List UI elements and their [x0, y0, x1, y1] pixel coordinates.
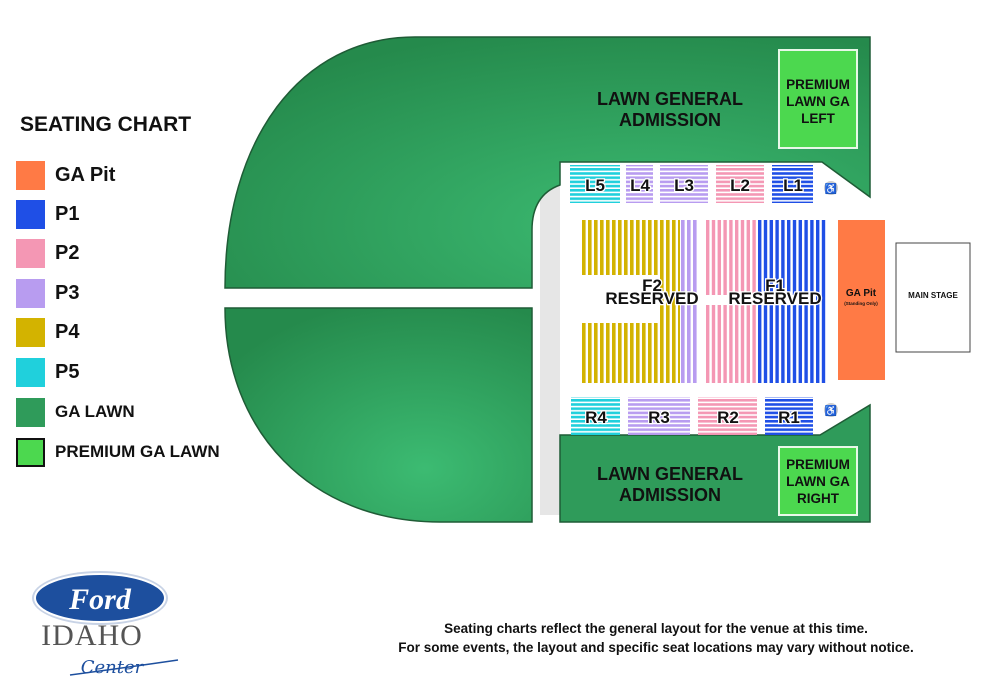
premium-right-label: LAWN GA: [786, 474, 850, 489]
legend-item-p3: P3: [16, 278, 79, 308]
logo-name: IDAHO: [41, 619, 143, 652]
lawn-upper-label-2: ADMISSION: [619, 110, 721, 130]
premium-left-label: LAWN GA: [786, 94, 850, 109]
section-l4[interactable]: L4: [626, 165, 653, 203]
section-l3[interactable]: L3: [660, 165, 708, 203]
swatch-p4: [16, 317, 45, 347]
wheelchair-icon: ♿: [824, 403, 838, 417]
legend-label: P4: [55, 320, 80, 343]
section-label: L3: [674, 176, 694, 195]
swatch-p2: [16, 238, 45, 268]
disclaimer-line-2: For some events, the layout and specific…: [398, 640, 914, 655]
lawn-lower-left[interactable]: [224, 307, 533, 523]
main-stage: MAIN STAGE: [895, 242, 971, 353]
svg-text:♿: ♿: [825, 404, 837, 417]
legend-item-p1: P1: [16, 199, 79, 229]
lawn-lower-label-1: LAWN GENERAL: [597, 464, 743, 484]
legend-label: P1: [55, 202, 80, 225]
legend-item-p4: P4: [16, 317, 79, 347]
section-l2[interactable]: L2: [716, 165, 764, 203]
ga-pit-label: GA Pit: [846, 288, 877, 299]
section-label: R4: [585, 408, 607, 427]
wheelchair-icon: ♿: [824, 181, 838, 195]
floor-section-f1[interactable]: F1 RESERVED: [706, 220, 827, 383]
legend-item-ga-pit: GA Pit: [16, 160, 115, 190]
f2-sub-label: RESERVED: [605, 289, 698, 308]
section-r4[interactable]: R4: [571, 397, 620, 435]
f1-sub-label: RESERVED: [728, 289, 821, 308]
legend-label: GA Pit: [55, 163, 116, 186]
premium-lawn-left[interactable]: PREMIUM LAWN GA LEFT: [778, 49, 858, 149]
legend-item-p5: P5: [16, 357, 79, 387]
legend-label: P5: [55, 360, 80, 383]
legend-title: SEATING CHART: [20, 113, 192, 136]
lawn-upper-label-1: LAWN GENERAL: [597, 89, 743, 109]
swatch-p5: [16, 357, 45, 387]
stage-label: MAIN STAGE: [908, 291, 958, 300]
legend-label: P3: [55, 281, 80, 304]
section-label: R1: [778, 408, 800, 427]
legend-label: P2: [55, 241, 80, 264]
section-label: R3: [648, 408, 670, 427]
swatch-premium-ga-lawn: [16, 437, 45, 467]
f1-label: F1: [765, 276, 785, 295]
section-label: L5: [585, 176, 605, 195]
section-r2[interactable]: R2: [698, 397, 757, 435]
f2-label: F2: [642, 276, 662, 295]
section-label: L1: [783, 176, 803, 195]
premium-left-label: PREMIUM: [786, 77, 850, 92]
swatch-ga-lawn: [16, 397, 45, 427]
concourse: [540, 170, 560, 515]
premium-right-label: RIGHT: [797, 491, 840, 506]
swatch-p1: [16, 199, 45, 229]
logo-script: Center: [81, 657, 145, 678]
premium-left-label: LEFT: [801, 111, 835, 126]
ga-pit-sub-label: (Standing Only): [844, 301, 878, 306]
legend-item-premium-ga-lawn: PREMIUM GA LAWN: [16, 437, 220, 467]
legend-label: PREMIUM GA LAWN: [55, 442, 220, 461]
disclaimer-line-1: Seating charts reflect the general layou…: [444, 621, 868, 636]
section-l5[interactable]: L5: [570, 165, 620, 203]
lawn-upper[interactable]: [224, 36, 871, 289]
legend-item-p2: P2: [16, 238, 79, 268]
ga-pit[interactable]: GA Pit (Standing Only): [838, 220, 885, 380]
section-r1[interactable]: R1: [765, 397, 813, 435]
section-label: L2: [730, 176, 750, 195]
lawn-lower-label-2: ADMISSION: [619, 485, 721, 505]
section-label: L4: [630, 176, 650, 195]
legend-label: GA LAWN: [55, 402, 135, 421]
premium-lawn-right[interactable]: PREMIUM LAWN GA RIGHT: [778, 446, 858, 516]
floor-section-f2[interactable]: F2 RESERVED: [582, 220, 700, 383]
ford-idaho-center-logo: Ford IDAHO Center: [32, 571, 179, 678]
section-l1[interactable]: L1: [772, 165, 813, 203]
section-label: R2: [717, 408, 739, 427]
logo-brand: Ford: [68, 583, 132, 616]
section-r3[interactable]: R3: [628, 397, 690, 435]
premium-right-label: PREMIUM: [786, 457, 850, 472]
legend-item-ga-lawn: GA LAWN: [16, 397, 135, 427]
swatch-ga-pit: [16, 160, 45, 190]
disclaimer: Seating charts reflect the general layou…: [340, 619, 972, 657]
svg-text:♿: ♿: [825, 182, 837, 195]
swatch-p3: [16, 278, 45, 308]
